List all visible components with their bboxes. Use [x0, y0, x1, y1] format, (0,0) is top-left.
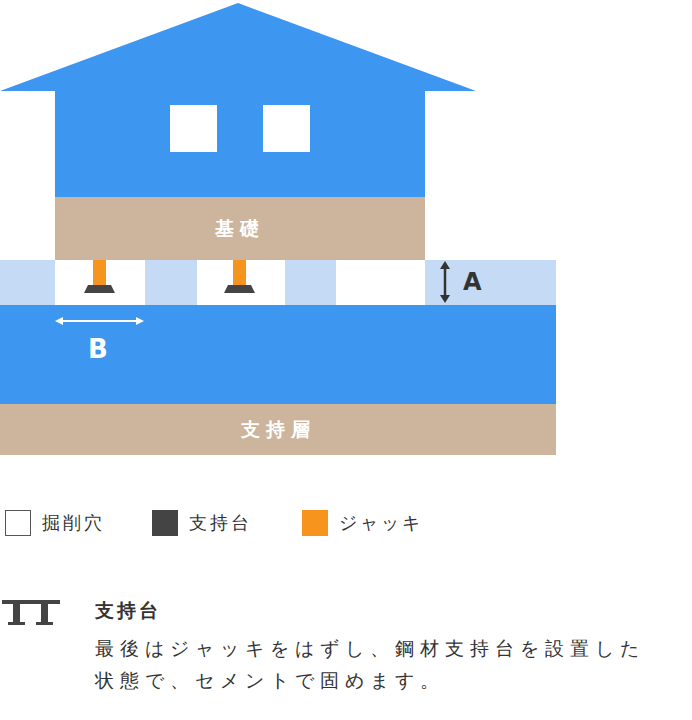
dimension-label: B: [88, 334, 108, 364]
legend-swatch: [5, 510, 31, 536]
legend-label: 掘削穴: [42, 511, 105, 535]
description-text: 最後はジャッキをはずし、鋼材支持台を設置した状態で、セメントで固めます。: [95, 632, 657, 696]
legend-swatch: [302, 510, 328, 536]
band-label: 基礎: [215, 216, 265, 242]
layer-band: 支持層: [0, 404, 556, 455]
section-heading: 支持台: [95, 598, 161, 624]
layer-band: 基礎: [55, 197, 425, 260]
legend-swatch: [152, 510, 178, 536]
legend-label: 支持台: [189, 511, 252, 535]
legend-label: ジャッキ: [339, 511, 423, 535]
band-label: 支持層: [241, 417, 316, 443]
dimension-label: A: [463, 268, 482, 296]
